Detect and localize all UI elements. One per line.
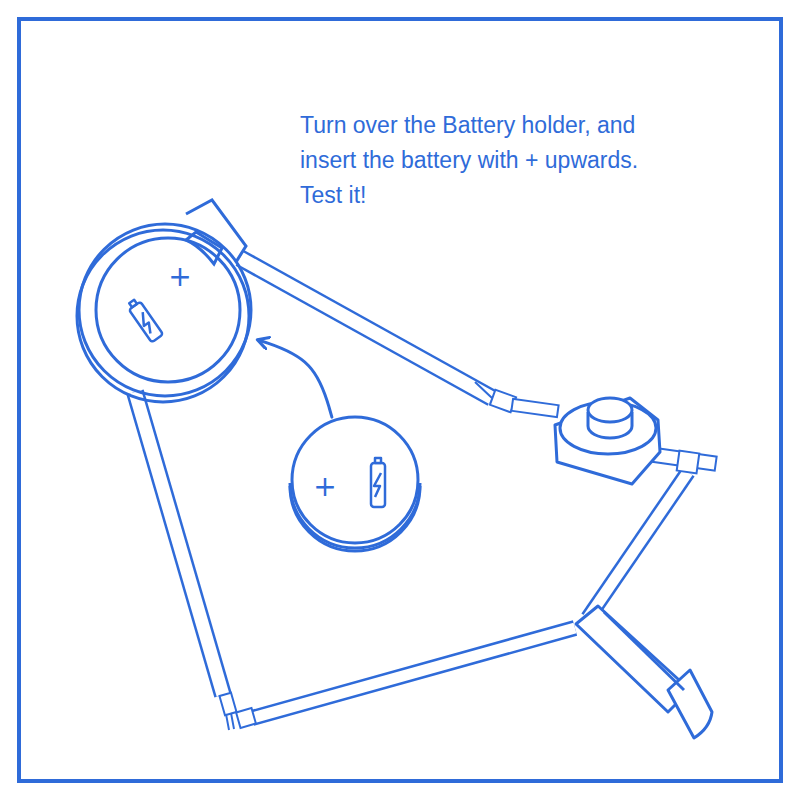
led [576, 606, 712, 738]
instruction-text: Turn over the Battery holder, and insert… [300, 108, 670, 213]
coin-battery: + [290, 415, 420, 545]
switch [555, 398, 660, 484]
battery-icon [126, 298, 163, 343]
wire-end [219, 390, 716, 730]
plus-sign: + [313, 473, 336, 501]
plus-sign: + [168, 263, 191, 291]
coin-battery [290, 483, 420, 551]
circle-outline [77, 222, 253, 398]
circle-outline [290, 415, 420, 545]
battery-holder: + [77, 222, 253, 398]
battery-icon [371, 458, 385, 507]
circle-outline [292, 417, 418, 543]
frame [19, 19, 781, 781]
circle-outline [79, 224, 251, 396]
curved-arrow [258, 340, 332, 417]
